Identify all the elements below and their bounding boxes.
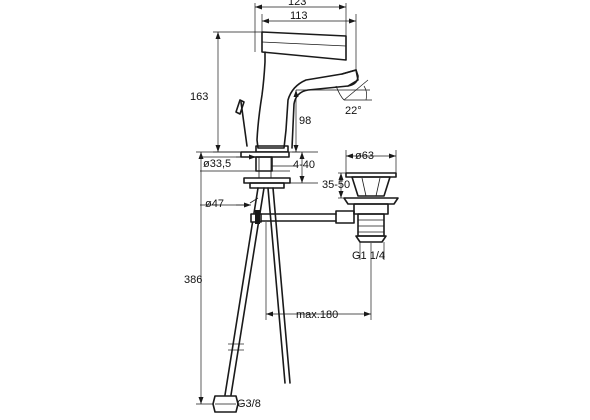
dim-flange-diameter: ø47 [205, 198, 224, 210]
lever-handle [261, 31, 347, 61]
dimension-lines [196, 3, 397, 405]
dim-waste-thread: G1 1/4 [352, 250, 385, 262]
dim-waste-diameter: ø63 [355, 150, 374, 162]
deck-mounting [240, 151, 291, 189]
faucet-housing [256, 51, 359, 149]
dim-spout-angle: 22° [345, 105, 362, 117]
dim-height-spout: 98 [299, 115, 311, 127]
dim-deck-thickness: 4-40 [293, 159, 315, 171]
dim-plug-lift: 35-50 [322, 179, 350, 191]
dim-hose-length: 386 [184, 274, 202, 286]
faucet-body [235, 31, 359, 153]
dim-width-overall: 123 [288, 0, 306, 8]
dim-width-spout: 113 [290, 10, 308, 22]
dim-waste-max: max.180 [296, 309, 338, 321]
popup-linkage [249, 197, 337, 224]
waste-valve [335, 172, 399, 243]
dim-hose-thread: G3/8 [237, 398, 261, 410]
dim-hole-diameter: ø33,5 [203, 158, 231, 170]
dim-height-total: 163 [190, 91, 208, 103]
